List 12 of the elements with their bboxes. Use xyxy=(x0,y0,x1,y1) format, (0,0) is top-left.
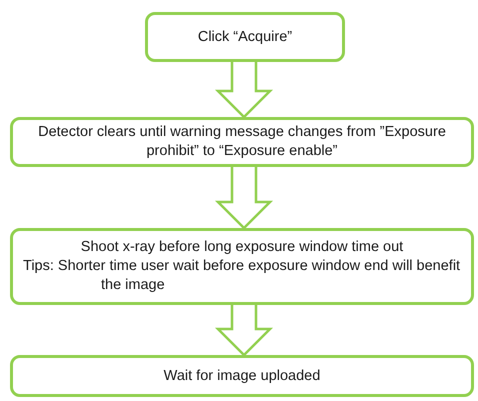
step-text: Click “Acquire” xyxy=(196,28,294,46)
process-box xyxy=(10,117,474,167)
step-text: Tips: Shorter time user wait before exposure window end will benefit the image xyxy=(22,257,462,295)
step-text: Detector clears until warning message changes from ”Exposure prohibit” to “Exposure enable” xyxy=(37,123,447,161)
process-box xyxy=(145,12,345,62)
block-arrow xyxy=(214,60,274,119)
block-arrow xyxy=(214,304,274,357)
step-text: Shoot x-ray before long exposure window time out xyxy=(80,238,404,257)
process-box xyxy=(10,228,474,305)
process-box xyxy=(10,355,474,397)
step-text: Wait for image uploaded xyxy=(162,366,322,386)
block-arrow xyxy=(214,166,274,230)
